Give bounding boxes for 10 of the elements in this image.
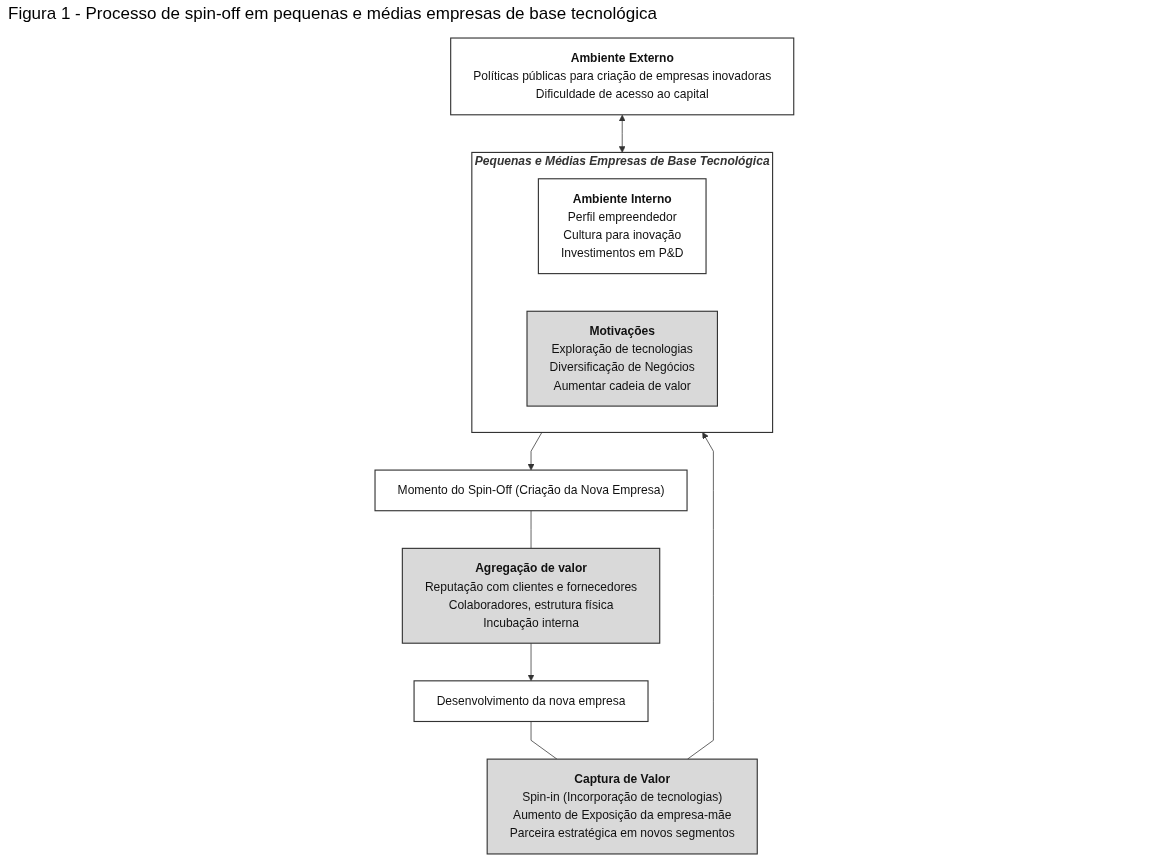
node-box: Captura de Valor Spin-in (Incorporação de tecnologias) Aumento de Exposição da empresa-mãe Parceira estratégica em novos segmentos: [486, 758, 758, 855]
connector: [530, 721, 558, 760]
node-box: Agregação de valor Reputação com clientes e fornecedores Colaboradores, estrutura física Incubação interna: [401, 547, 661, 644]
node-box: Ambiente Interno Perfil empreendedor Cultura para inovação Investimentos em P&D: [537, 178, 707, 275]
connector: [530, 510, 532, 549]
node-box: Desenvolvimento da nova empresa: [413, 680, 649, 723]
node-box: Ambiente Externo Políticas públicas para criação de empresas inovadoras Dificuldade de acesso ao capital: [450, 37, 795, 116]
figure-title: Figura 1 - Processo de spin-off em pequenas e médias empresas de base tecnológica: [8, 4, 657, 23]
node-box: Motivações Exploração de tecnologias Diversificação de Negócios Aumentar cadeia de valor: [526, 310, 719, 407]
node-box: Momento do Spin-Off (Criação da Nova Empresa): [374, 469, 688, 512]
